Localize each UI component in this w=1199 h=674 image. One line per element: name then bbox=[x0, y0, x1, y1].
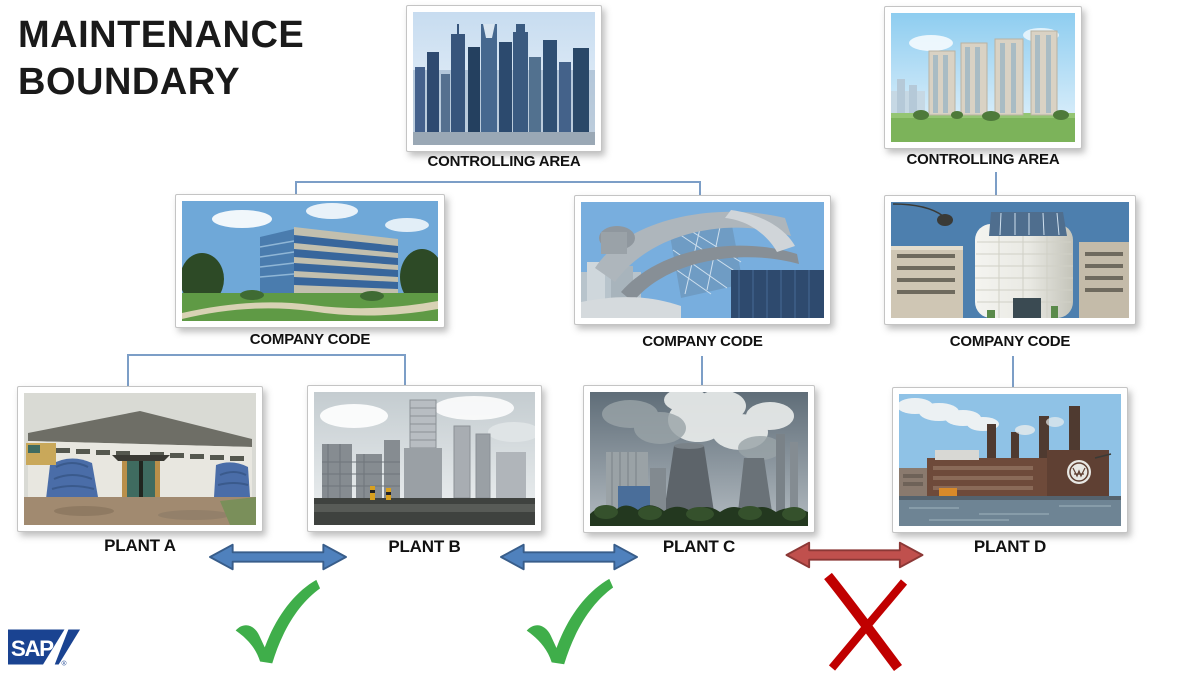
plant-a-photo bbox=[24, 393, 256, 525]
title-line-1: MAINTENANCE bbox=[18, 14, 305, 56]
plant-b-photo bbox=[314, 392, 535, 525]
connector-ca1-cc2 bbox=[699, 181, 701, 196]
plant-b-label: PLANT B bbox=[388, 537, 461, 556]
controlling-area-2-card bbox=[884, 6, 1082, 149]
connector-cc1-plant-a bbox=[127, 354, 129, 386]
controlling-area-2-label: CONTROLLING AREA bbox=[906, 151, 1060, 168]
plant-d-card bbox=[892, 387, 1128, 533]
connector-cc3-plant-d bbox=[1012, 356, 1014, 387]
arrow-plant-c-d bbox=[781, 538, 928, 572]
connector-ca1-horizontal bbox=[295, 181, 700, 183]
checkmark-icon bbox=[520, 576, 616, 670]
connector-ca2-cc3 bbox=[995, 172, 997, 195]
connector-cc1-plant-b bbox=[404, 354, 406, 385]
plant-c-card bbox=[583, 385, 815, 533]
arrow-plant-b-c bbox=[496, 540, 642, 574]
sap-logo-text: SAP bbox=[11, 636, 54, 661]
sap-registered-mark: ® bbox=[62, 660, 67, 668]
plant-a-card bbox=[17, 386, 263, 532]
sap-logo: SAP ® bbox=[8, 627, 82, 668]
company-code-2-label: COMPANY CODE bbox=[642, 333, 763, 350]
company-code-3-label: COMPANY CODE bbox=[949, 333, 1071, 350]
company-code-3-photo bbox=[891, 202, 1129, 318]
connector-ca1-cc1 bbox=[295, 181, 297, 195]
controlling-area-1-card bbox=[406, 5, 602, 152]
plant-c-label: PLANT C bbox=[662, 537, 736, 556]
company-code-2-photo bbox=[581, 202, 824, 318]
company-code-2-card bbox=[574, 195, 831, 325]
company-code-1-card bbox=[175, 194, 445, 328]
company-code-3-card bbox=[884, 195, 1136, 325]
connector-cc1-horizontal bbox=[127, 354, 406, 356]
plant-b-card bbox=[307, 385, 542, 532]
plant-d-label: PLANT D bbox=[973, 537, 1047, 556]
title-line-2: BOUNDARY bbox=[18, 61, 241, 103]
company-code-1-label: COMPANY CODE bbox=[249, 331, 371, 348]
plant-c-photo bbox=[590, 392, 808, 526]
checkmark-icon bbox=[228, 578, 324, 668]
connector-cc2-plant-c bbox=[701, 356, 703, 385]
plant-d-photo bbox=[899, 394, 1121, 526]
company-code-1-photo bbox=[182, 201, 438, 321]
controlling-area-1-photo bbox=[413, 12, 595, 145]
controlling-area-1-label: CONTROLLING AREA bbox=[427, 153, 581, 170]
controlling-area-2-photo bbox=[891, 13, 1075, 142]
x-mark-icon bbox=[818, 570, 910, 672]
plant-a-label: PLANT A bbox=[104, 536, 176, 555]
arrow-plant-a-b bbox=[205, 540, 351, 574]
page-title: MAINTENANCE BOUNDARY bbox=[18, 12, 378, 106]
